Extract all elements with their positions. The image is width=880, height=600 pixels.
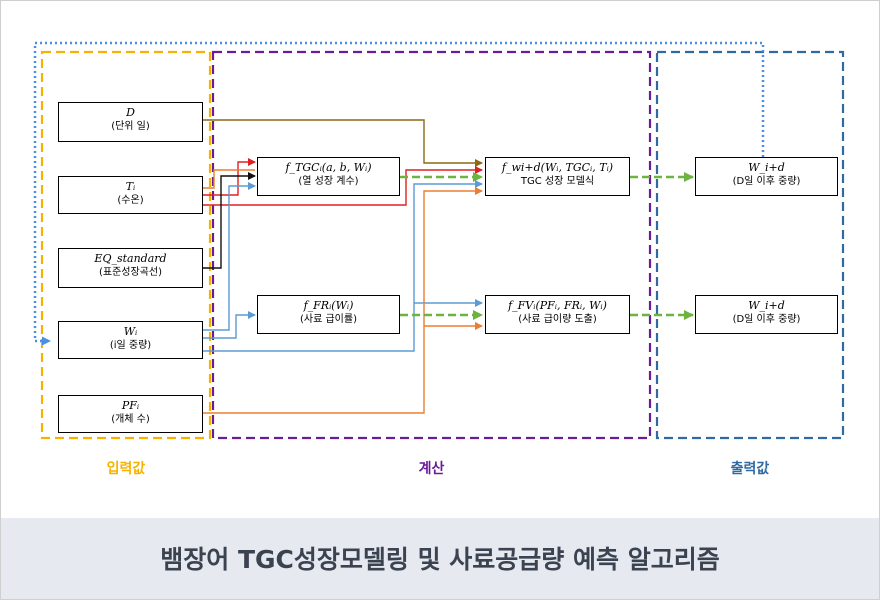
calc-box-fv: f_FVᵢ(PFᵢ, FRᵢ, Wᵢ) (사료 급이량 도출) bbox=[485, 295, 630, 334]
input-desc-pf: (개체 수) bbox=[111, 414, 150, 425]
connector-w-to-tgc bbox=[203, 182, 256, 331]
connector-w-to-fr bbox=[203, 311, 256, 339]
caption-bar bbox=[1, 518, 879, 599]
algorithm-diagram bbox=[33, 41, 845, 440]
input-desc-t: (수온) bbox=[117, 195, 144, 206]
input-desc-eq: (표준성장곡선) bbox=[98, 267, 162, 278]
calc-group-outline bbox=[211, 50, 652, 440]
output-box-weight-1: W_i+d (D일 이후 중량) bbox=[695, 157, 838, 196]
output-group-outline bbox=[655, 50, 845, 440]
output-desc-weight-2: (D일 이후 중량) bbox=[732, 314, 801, 325]
group-label-input: 입력값 bbox=[106, 461, 146, 477]
figure-caption: 뱀장어 TGC성장모델링 및 사료공급량 예측 알고리즘 bbox=[160, 545, 720, 574]
input-desc-w: (i일 중량) bbox=[109, 340, 152, 351]
calc-var-growth-model: f_wi+d(Wᵢ, TGCᵢ, Tᵢ) bbox=[501, 161, 614, 174]
input-desc-d: (단위 일) bbox=[111, 121, 150, 132]
input-var-eq: EQ_standard bbox=[94, 252, 167, 265]
calc-desc-tgc: (열 성장 계수) bbox=[298, 176, 359, 187]
input-box-eq: EQ_standard (표준성장곡선) bbox=[58, 248, 203, 288]
input-var-t: Tᵢ bbox=[125, 180, 136, 193]
group-label-output: 출력값 bbox=[730, 461, 770, 477]
input-var-w: Wᵢ bbox=[123, 325, 138, 338]
calc-box-tgc: f_TGCᵢ(a, b, Wᵢ) (열 성장 계수) bbox=[257, 157, 400, 196]
feedback-connector bbox=[33, 41, 765, 346]
calc-desc-fr: (사료 급이률) bbox=[300, 314, 357, 325]
input-box-t: Tᵢ (수온) bbox=[58, 176, 203, 214]
input-box-pf: PFᵢ (개체 수) bbox=[58, 395, 203, 433]
connector-pf bbox=[203, 322, 483, 414]
input-box-w: Wᵢ (i일 중량) bbox=[58, 321, 203, 359]
output-var-weight-2: W_i+d bbox=[748, 299, 785, 312]
input-box-d: D (단위 일) bbox=[58, 102, 203, 142]
input-var-d: D bbox=[126, 106, 135, 119]
connector-pf-branch bbox=[423, 187, 483, 326]
output-box-weight-2: W_i+d (D일 이후 중량) bbox=[695, 295, 838, 334]
connector-pf-to-tgc bbox=[203, 169, 255, 189]
calc-desc-fv: (사료 급이량 도출) bbox=[518, 314, 597, 325]
input-group-outline bbox=[40, 50, 212, 440]
calc-var-fv: f_FVᵢ(PFᵢ, FRᵢ, Wᵢ) bbox=[508, 299, 607, 312]
calc-var-tgc: f_TGCᵢ(a, b, Wᵢ) bbox=[285, 161, 372, 174]
calc-var-fr: f_FRᵢ(Wᵢ) bbox=[303, 299, 354, 312]
calc-box-fr: f_FRᵢ(Wᵢ) (사료 급이률) bbox=[257, 295, 400, 334]
calc-desc-growth-model: TGC 성장 모델식 bbox=[520, 176, 595, 187]
input-var-pf: PFᵢ bbox=[121, 399, 140, 412]
connector-d bbox=[203, 119, 483, 167]
output-desc-weight-1: (D일 이후 중량) bbox=[732, 176, 801, 187]
group-label-calc: 계산 bbox=[418, 461, 445, 477]
calc-box-growth-model: f_wi+d(Wᵢ, TGCᵢ, Tᵢ) TGC 성장 모델식 bbox=[485, 157, 630, 196]
connector-t-to-model bbox=[203, 166, 483, 206]
connector-eq bbox=[203, 172, 256, 269]
connector-w-to-model bbox=[203, 180, 483, 352]
output-var-weight-1: W_i+d bbox=[748, 161, 785, 174]
